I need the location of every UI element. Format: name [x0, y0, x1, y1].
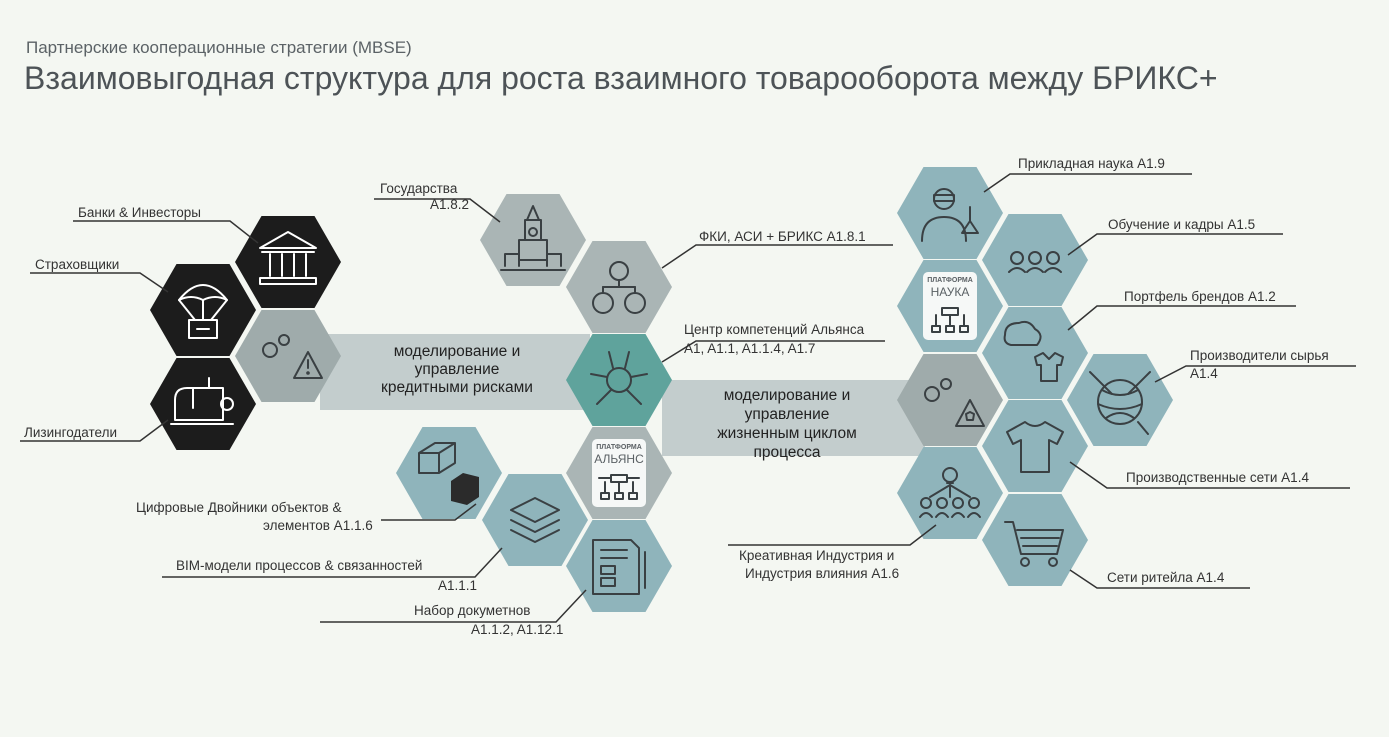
shopping-cart-icon [1004, 521, 1064, 567]
hex-states [480, 194, 586, 286]
band-lifecycle-line-2: управление [745, 406, 830, 423]
cube-icon [418, 442, 479, 505]
hex-fki [566, 241, 672, 333]
band-lifecycle-line-1: моделирование и [724, 387, 851, 404]
label-states-code: A1.8.2 [430, 197, 469, 212]
hex-leasing [150, 358, 256, 450]
label-insurers: Страховщики [35, 257, 119, 272]
sewing-machine-icon [170, 377, 234, 425]
hex-banks [235, 216, 341, 308]
t-shirt-icon [1006, 421, 1064, 473]
org-structure-icon [592, 261, 646, 314]
label-states: Государства [380, 181, 458, 196]
document-icon [592, 539, 646, 595]
network-icon [931, 307, 969, 333]
page-title: Взаимовыгодная структура для роста взаим… [24, 60, 1218, 96]
label-creative-codes: Индустрия влияния A1.6 [745, 566, 899, 581]
hex-center [566, 334, 672, 426]
label-bim-code: A1.1.1 [438, 578, 477, 593]
label-fki: ФКИ, АСИ + БРИКС A1.8.1 [699, 229, 866, 244]
teamwork-hands-icon [590, 351, 648, 405]
band-credit-risk [320, 334, 590, 410]
label-raw: Производители сырья [1190, 348, 1329, 363]
label-production: Производственные сети A1.4 [1126, 470, 1309, 485]
hex-lifecycle [897, 354, 1003, 446]
band-lifecycle-line-3: жизненным циклом [717, 425, 857, 442]
label-docs: Набор докуметнов [414, 603, 530, 618]
kremlin-tower-icon [500, 205, 566, 271]
alliance-platform-caption: ПЛАТФОРМА [596, 444, 642, 451]
label-bim: BIM-модели процессов & связанностей [176, 558, 422, 573]
gears-warning-icon [924, 378, 985, 427]
band-credit-risk-line-1: моделирование и [394, 343, 521, 360]
label-creative: Креативная Индустрия и [739, 548, 894, 563]
band-credit-risk-line-3: кредитными рисками [381, 379, 533, 396]
hex-science-platform: ПЛАТФОРМА НАУКА [897, 260, 1003, 352]
hex-retail [982, 494, 1088, 586]
science-platform-name: НАУКА [931, 285, 970, 299]
label-docs-codes: A1.1.2, A1.12.1 [471, 622, 563, 637]
hex-insurers [150, 264, 256, 356]
label-education: Обучение и кадры A1.5 [1108, 217, 1255, 232]
science-platform-caption: ПЛАТФОРМА [927, 277, 973, 284]
leader-lines [20, 173, 1356, 623]
hex-bim [482, 474, 588, 566]
label-raw-code: A1.4 [1190, 366, 1218, 381]
band-lifecycle [662, 380, 925, 456]
hex-raw [1067, 354, 1173, 446]
band-credit-risk-line-2: управление [415, 361, 500, 378]
hex-creative [897, 447, 1003, 539]
bank-icon [259, 231, 317, 285]
hex-digital-twins [396, 427, 502, 519]
alliance-platform-name: АЛЬЯНС [594, 452, 644, 466]
people-group-icon [1008, 251, 1062, 273]
hex-credit-risk [235, 310, 341, 402]
network-icon [598, 474, 640, 500]
hex-alliance-platform: ПЛАТФОРМА АЛЬЯНС [566, 427, 672, 519]
label-retail: Сети ритейла A1.4 [1107, 570, 1225, 585]
hex-brands [982, 307, 1088, 399]
scientist-icon [921, 188, 979, 242]
brand-shirt-icon [1003, 320, 1064, 382]
band-lifecycle-line-4: процесса [753, 444, 820, 461]
parachute-icon [178, 284, 228, 339]
label-twins: Цифровые Двойники объектов & [136, 500, 341, 515]
hex-documents [566, 520, 672, 612]
hex-production [982, 400, 1088, 492]
yarn-ball-icon [1089, 371, 1151, 435]
label-leasing: Лизингодатели [24, 425, 117, 440]
label-banks: Банки & Инвесторы [78, 205, 201, 220]
page-subtitle: Партнерские кооперационные стратегии (MB… [26, 38, 412, 57]
layers-icon [510, 497, 560, 543]
idea-network-icon [919, 467, 981, 518]
label-twins-code: элементов A1.1.6 [263, 518, 373, 533]
label-science: Прикладная наука A1.9 [1018, 156, 1165, 171]
label-center-codes: A1, A1.1, A1.1.4, A1.7 [684, 341, 815, 356]
gears-warning-icon [262, 334, 323, 379]
hex-education [982, 214, 1088, 306]
hex-science [897, 167, 1003, 259]
label-center: Центр компетенций Альянса [684, 322, 865, 337]
label-brands: Портфель брендов A1.2 [1124, 289, 1276, 304]
